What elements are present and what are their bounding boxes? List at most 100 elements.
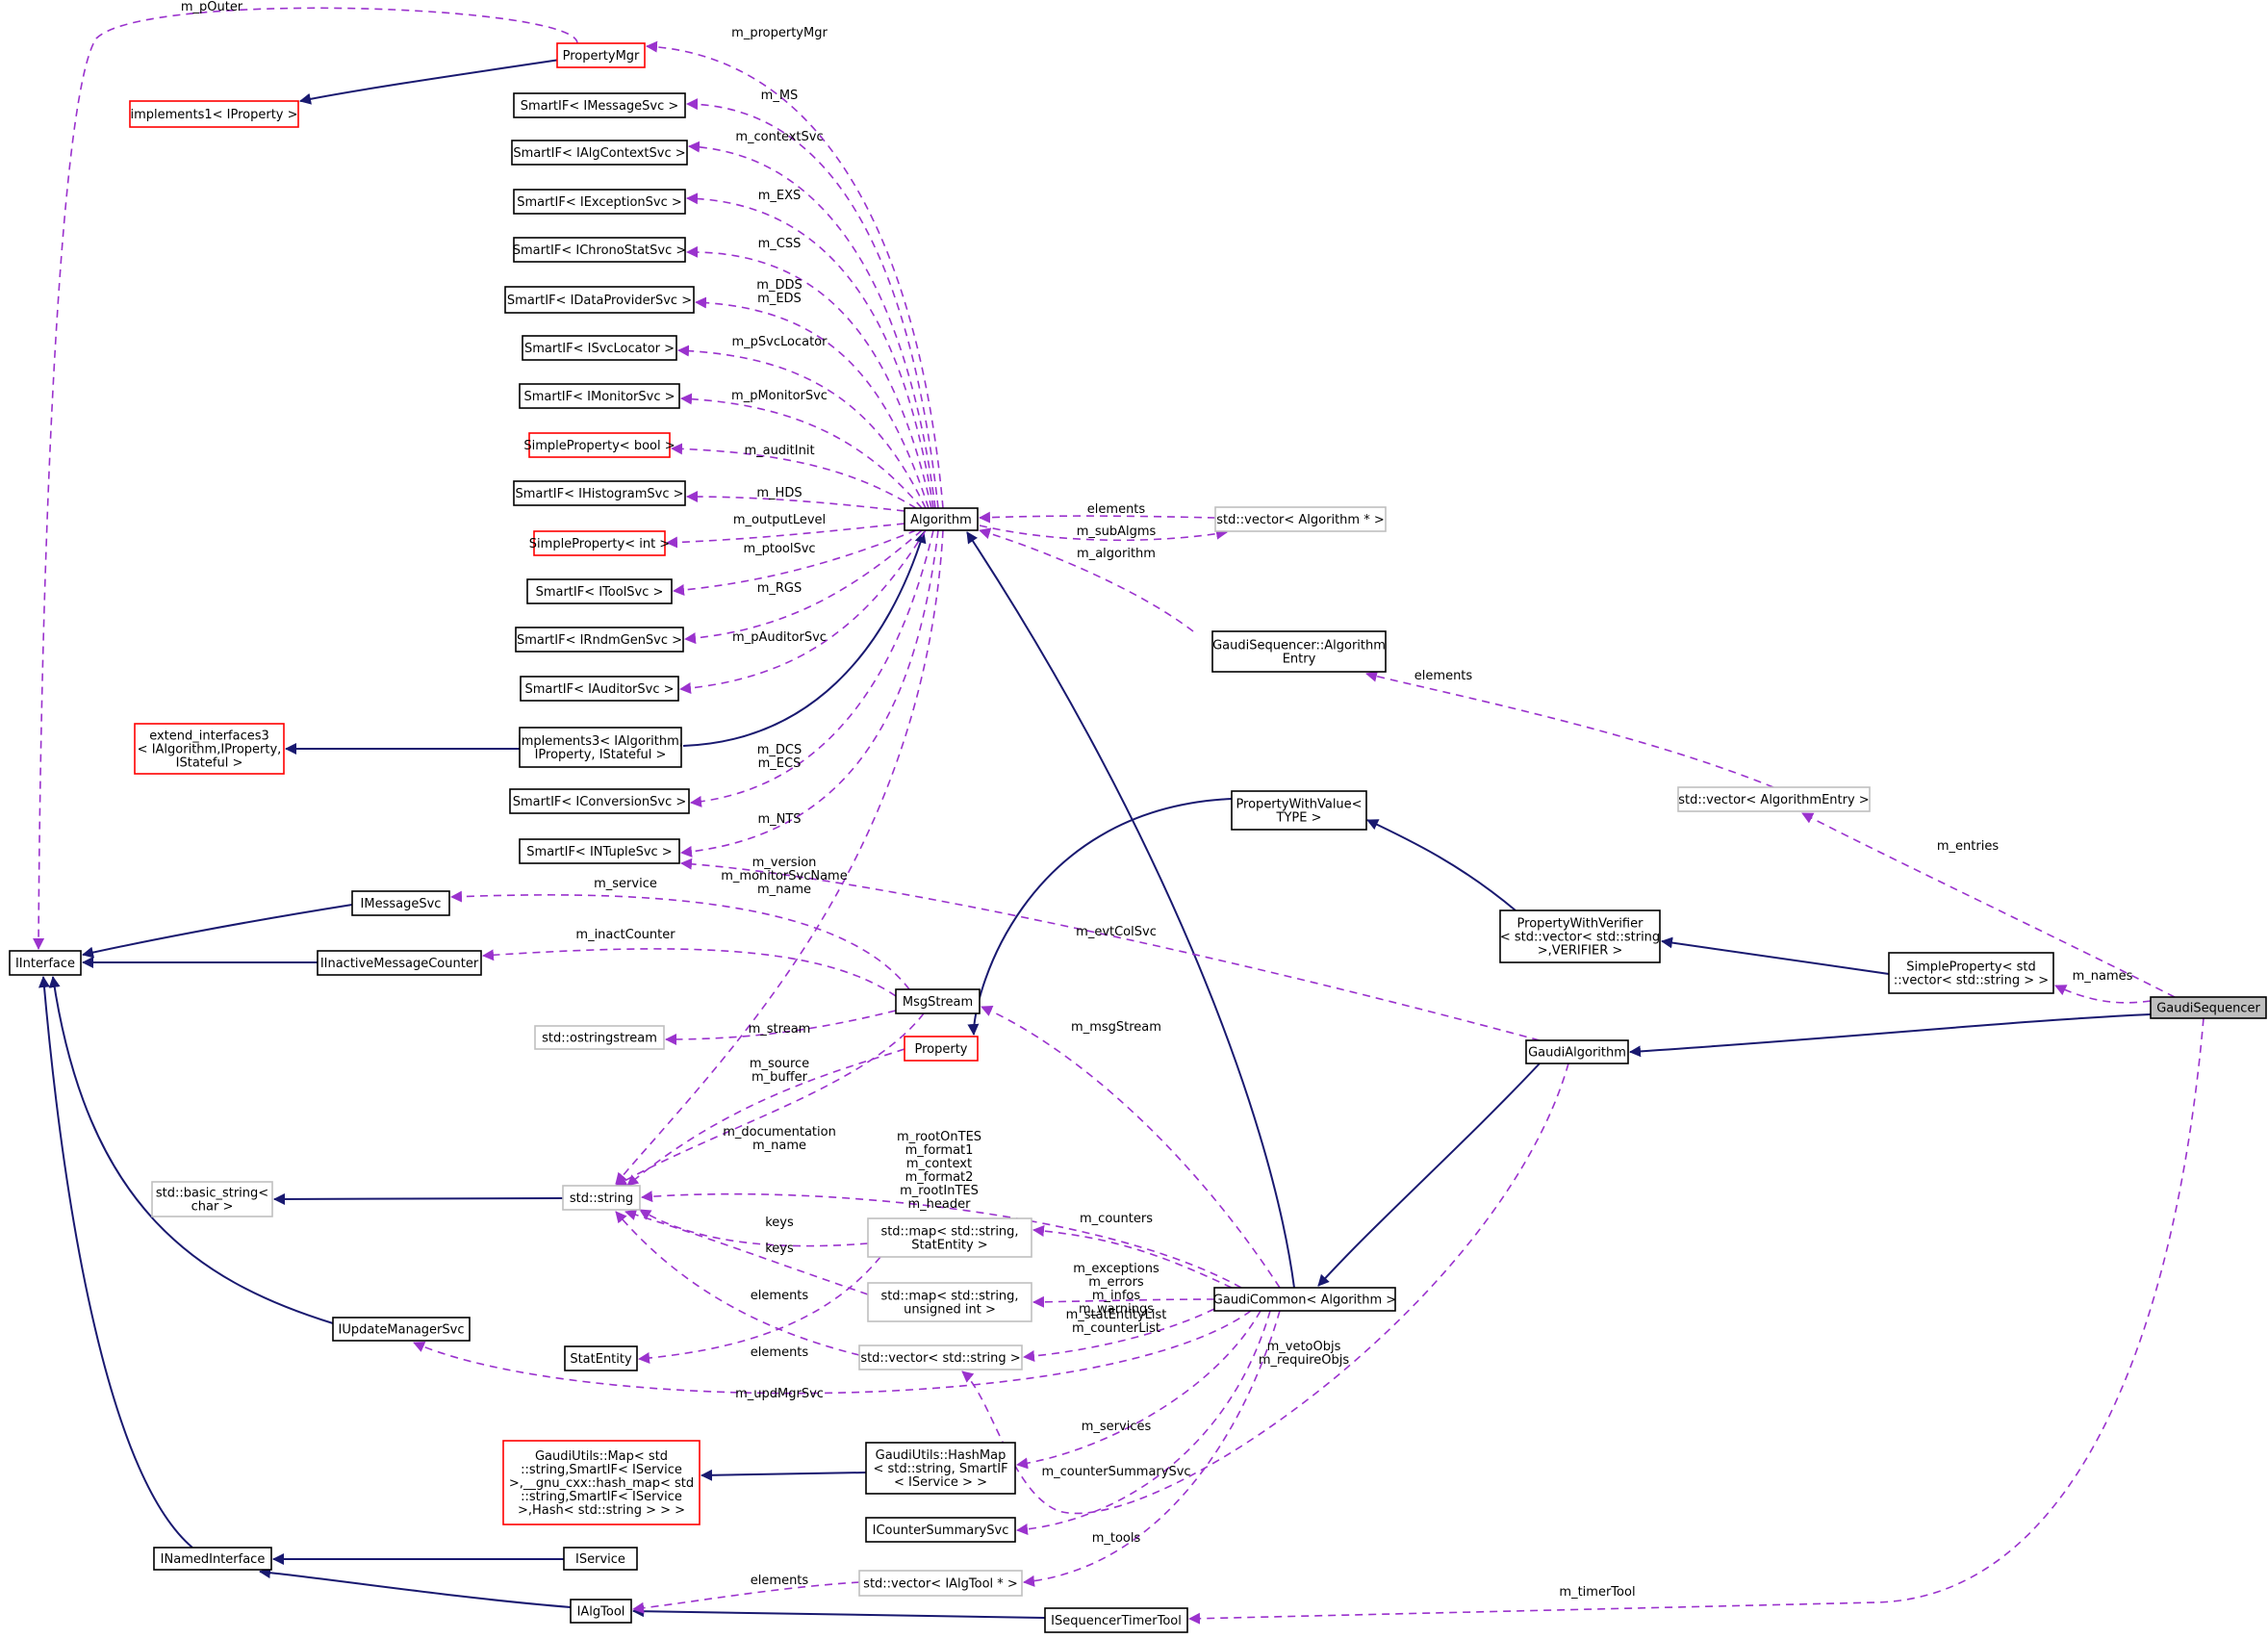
class-node-StatEntity[interactable]: StatEntity xyxy=(564,1345,638,1371)
class-node-INamedInterface[interactable]: INamedInterface xyxy=(153,1547,272,1571)
class-node-SmartIF_INTupleSvc[interactable]: SmartIF< INTupleSvc > xyxy=(519,838,680,864)
class-node-vector_AlgorithmEntry[interactable]: std::vector< AlgorithmEntry > xyxy=(1677,786,1871,812)
class-node-PropertyWithVerifier[interactable]: PropertyWithVerifier< std::vector< std::… xyxy=(1499,909,1661,963)
class-node-SmartIF_IHistogramSvc[interactable]: SmartIF< IHistogramSvc > xyxy=(513,480,686,506)
class-node-SmartIF_IMessageSvc[interactable]: SmartIF< IMessageSvc > xyxy=(513,92,686,118)
inheritance-edge-GaudiCommon-to-Algorithm xyxy=(966,531,1295,1289)
class-node-vector_IAlgTool[interactable]: std::vector< IAlgTool * > xyxy=(858,1570,1023,1597)
class-node-GaudiAlgorithm[interactable]: GaudiAlgorithm xyxy=(1525,1039,1629,1064)
edge-label-line: m_HDS xyxy=(756,486,802,500)
class-name-line: Property xyxy=(914,1042,967,1057)
edge-label-line: m_name xyxy=(752,1139,806,1153)
class-box xyxy=(519,727,682,768)
class-box xyxy=(513,480,686,506)
class-node-SmartIF_IToolSvc[interactable]: SmartIF< IToolSvc > xyxy=(526,578,673,604)
class-node-GaudiUtilsMap[interactable]: GaudiUtils::Map< std::string,SmartIF< IS… xyxy=(502,1440,701,1525)
class-node-SmartIF_IChronoStatSvc[interactable]: SmartIF< IChronoStatSvc > xyxy=(513,237,687,263)
class-name-line: SmartIF< IAuditorSvc > xyxy=(524,682,674,697)
inheritance-edge-implements3-to-Algorithm xyxy=(682,531,927,747)
class-name-line: < IAlgorithm,IProperty, xyxy=(138,743,282,757)
class-node-vector_string[interactable]: std::vector< std::string > xyxy=(858,1344,1023,1370)
class-node-SimpleProperty_bool[interactable]: SimpleProperty< bool > xyxy=(523,432,675,458)
edge-label-line: m_statEntityList xyxy=(1066,1308,1167,1322)
class-name-line: IInactiveMessageCounter xyxy=(320,957,479,971)
class-node-map_uint[interactable]: std::map< std::string,unsigned int > xyxy=(867,1282,1032,1322)
class-node-vector_Algorithm[interactable]: std::vector< Algorithm * > xyxy=(1214,506,1387,532)
association-edge-Algorithm-to-SmartIF_ISvcLocator xyxy=(677,345,927,509)
class-node-basic_string[interactable]: std::basic_string<char > xyxy=(151,1181,273,1217)
class-node-IMessageSvc[interactable]: IMessageSvc xyxy=(351,890,450,916)
edge-label: m_stream xyxy=(749,1022,811,1037)
class-node-IInactiveMessageCounter[interactable]: IInactiveMessageCounter xyxy=(317,950,482,976)
class-box xyxy=(519,838,680,864)
edge-label-line: m_pMonitorSvc xyxy=(731,389,828,403)
class-node-IAlgTool[interactable]: IAlgTool xyxy=(570,1599,632,1624)
edge-label: m_tools xyxy=(1092,1531,1141,1546)
association-edge-GaudiCommon-to-std_string xyxy=(641,1191,1242,1289)
edge-label: m_RGS xyxy=(757,581,803,596)
edge-label: m_services xyxy=(1082,1420,1152,1434)
edge-label-line: m_algorithm xyxy=(1077,547,1156,561)
class-node-implements1[interactable]: implements1< IProperty > xyxy=(129,100,299,128)
class-node-SimpleProperty_vector[interactable]: SimpleProperty< std::vector< std::string… xyxy=(1888,952,2054,994)
class-node-SimpleProperty_int[interactable]: SimpleProperty< int > xyxy=(529,530,670,556)
class-box xyxy=(904,1036,979,1062)
class-box xyxy=(865,1442,1016,1495)
class-name-line: ICounterSummarySvc xyxy=(873,1524,1009,1538)
class-box xyxy=(534,1025,665,1050)
class-node-ostringstream[interactable]: std::ostringstream xyxy=(534,1025,665,1050)
inheritance-edge-HashMap-to-GaudiUtilsMap xyxy=(701,1469,867,1481)
class-name-line: SmartIF< ISvcLocator > xyxy=(524,342,675,356)
edge-label: m_updMgrSvc xyxy=(735,1387,824,1401)
association-edge-MsgStream-to-IInactiveMessageCounter xyxy=(482,948,897,997)
class-node-IService[interactable]: IService xyxy=(563,1547,638,1571)
edge-label-line: m_requireObjs xyxy=(1259,1353,1349,1368)
class-node-SmartIF_IExceptionSvc[interactable]: SmartIF< IExceptionSvc > xyxy=(513,189,686,215)
class-node-SmartIF_IMonitorSvc[interactable]: SmartIF< IMonitorSvc > xyxy=(519,383,680,409)
class-node-SmartIF_IRndmGenSvc[interactable]: SmartIF< IRndmGenSvc > xyxy=(515,627,684,653)
class-node-map_StatEntity[interactable]: std::map< std::string,StatEntity > xyxy=(867,1217,1032,1258)
class-node-SmartIF_ISvcLocator[interactable]: SmartIF< ISvcLocator > xyxy=(522,335,677,361)
class-name-line: GaudiUtils::HashMap xyxy=(876,1448,1007,1463)
class-box xyxy=(513,189,686,215)
class-node-Algorithm[interactable]: Algorithm xyxy=(904,507,979,531)
class-node-IInterface[interactable]: IInterface xyxy=(9,950,82,976)
edge-label: m_evtColSvc xyxy=(1076,925,1157,939)
class-box xyxy=(1211,630,1387,673)
class-node-SmartIF_IAlgContextSvc[interactable]: SmartIF< IAlgContextSvc > xyxy=(511,140,688,166)
association-edge-Algorithm-to-SmartIF_IHistogramSvc xyxy=(686,491,905,512)
class-node-GaudiSequencer[interactable]: GaudiSequencer xyxy=(2150,996,2267,1019)
class-box xyxy=(570,1599,632,1624)
edge-label: keys xyxy=(765,1216,794,1230)
class-node-PropertyWithValue[interactable]: PropertyWithValue<TYPE > xyxy=(1231,790,1367,831)
class-name-line: IMessageSvc xyxy=(361,897,442,911)
class-node-SmartIF_IAuditorSvc[interactable]: SmartIF< IAuditorSvc > xyxy=(520,676,679,702)
class-node-SmartIF_IConversionSvc[interactable]: SmartIF< IConversionSvc > xyxy=(509,788,690,814)
class-node-AlgorithmEntry[interactable]: GaudiSequencer::AlgorithmEntry xyxy=(1211,630,1387,673)
class-node-PropertyMgr[interactable]: PropertyMgr xyxy=(556,42,646,68)
class-node-GaudiCommon[interactable]: GaudiCommon< Algorithm > xyxy=(1213,1287,1396,1312)
class-node-IUpdateManagerSvc[interactable]: IUpdateManagerSvc xyxy=(332,1317,471,1342)
class-node-ICounterSummarySvc[interactable]: ICounterSummarySvc xyxy=(865,1517,1016,1543)
class-node-extend_interfaces3[interactable]: extend_interfaces3< IAlgorithm,IProperty… xyxy=(134,723,285,775)
class-node-SmartIF_IDataProviderSvc[interactable]: SmartIF< IDataProviderSvc > xyxy=(504,286,695,314)
class-node-ISequencerTimerTool[interactable]: ISequencerTimerTool xyxy=(1044,1607,1188,1633)
class-box xyxy=(129,100,299,128)
class-node-std_string[interactable]: std::string xyxy=(562,1185,641,1211)
edge-label-line: m_exceptions xyxy=(1073,1262,1159,1276)
association-edge-Algorithm-to-SmartIF_IChronoStatSvc xyxy=(686,245,932,509)
edge-label-line: m_infos xyxy=(1092,1289,1141,1303)
class-node-Property[interactable]: Property xyxy=(904,1036,979,1062)
class-node-HashMap[interactable]: GaudiUtils::HashMap< std::string, SmartI… xyxy=(865,1442,1016,1495)
class-box xyxy=(513,92,686,118)
edge-label-line: m_MS xyxy=(761,89,799,103)
class-name-line: ::string,SmartIF< IService xyxy=(521,1490,682,1504)
class-name-line: SmartIF< IDataProviderSvc > xyxy=(507,294,692,308)
class-box xyxy=(1213,1287,1396,1312)
class-node-implements3[interactable]: implements3< IAlgorithm,IProperty, IStat… xyxy=(518,727,683,768)
class-box xyxy=(317,950,482,976)
class-node-MsgStream[interactable]: MsgStream xyxy=(895,988,981,1014)
